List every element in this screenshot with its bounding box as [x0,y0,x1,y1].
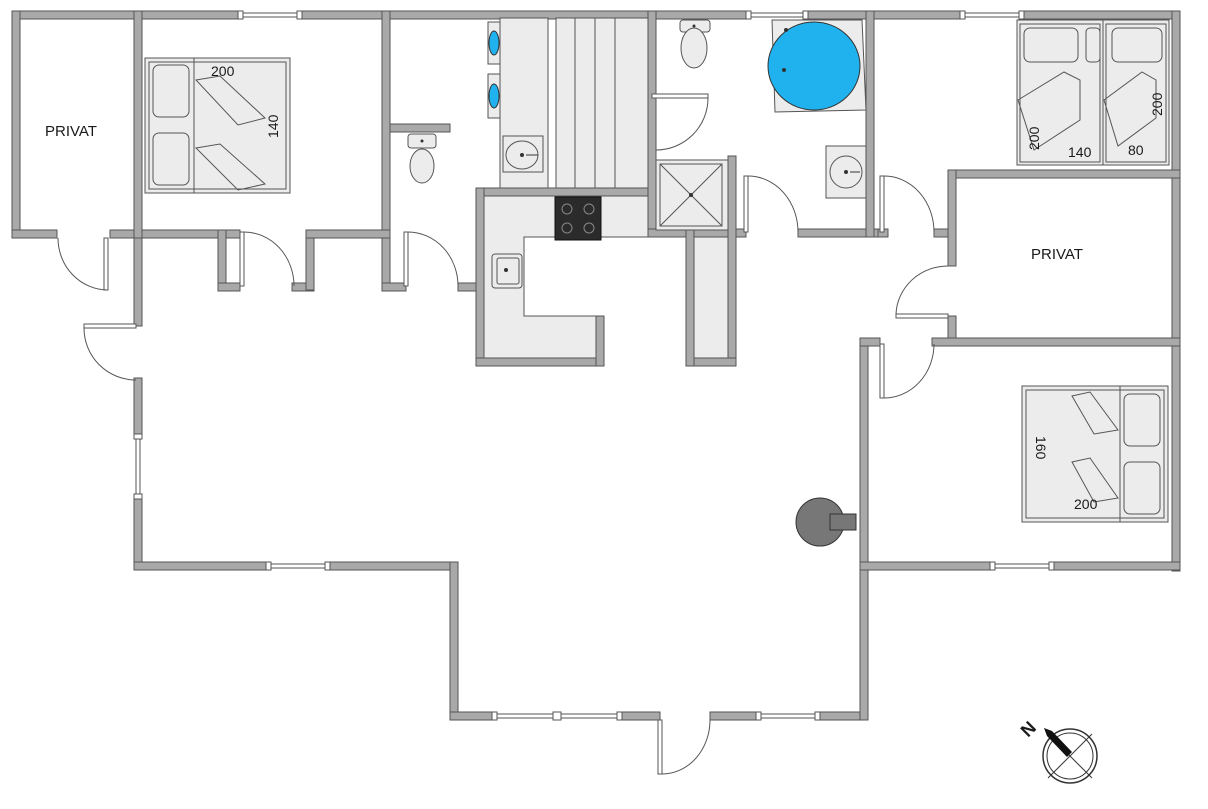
room-label-nw: PRIVAT [45,123,97,140]
laundry [487,17,549,189]
door-east-room [895,265,949,319]
bed-ne-double-width: 140 [1068,144,1092,160]
bed-ne-double: 200 140 [1016,19,1104,166]
bed-ne-double-length: 200 [1026,126,1042,150]
bed-ne-single-length: 200 [1149,92,1165,116]
door-nw-room [57,237,109,291]
bed-ne-single: 200 80 [1102,19,1170,166]
kitchen [483,195,649,359]
bathroom [655,19,867,231]
door-entrance [657,719,711,775]
toilet-wc [407,133,437,184]
windows [133,10,1055,721]
bed-nw-length: 200 [211,63,235,79]
door-wc [403,231,459,287]
bed-nw-width: 140 [265,114,281,138]
bed-nw-double: 200 140 [144,57,291,194]
bed-se-double: 160 200 [1021,385,1169,523]
bed-se-width: 160 [1033,436,1049,460]
counter-east [693,236,729,359]
door-bath [879,175,935,233]
bed-se-length: 200 [1074,496,1098,512]
door-se-bedroom [879,343,935,399]
interior-walls [133,10,1181,367]
door-utility [651,93,709,151]
compass-letter: N [1017,717,1040,740]
room-label-east: PRIVAT [1031,246,1083,263]
wood-stove [795,497,857,547]
door-bedroom1 [239,231,295,287]
bed-ne-single-width: 80 [1128,142,1144,158]
doors [57,93,949,775]
door-hall [743,175,799,233]
door-west [83,323,137,381]
storage-closet [555,17,649,189]
compass-icon: N [1017,717,1098,784]
